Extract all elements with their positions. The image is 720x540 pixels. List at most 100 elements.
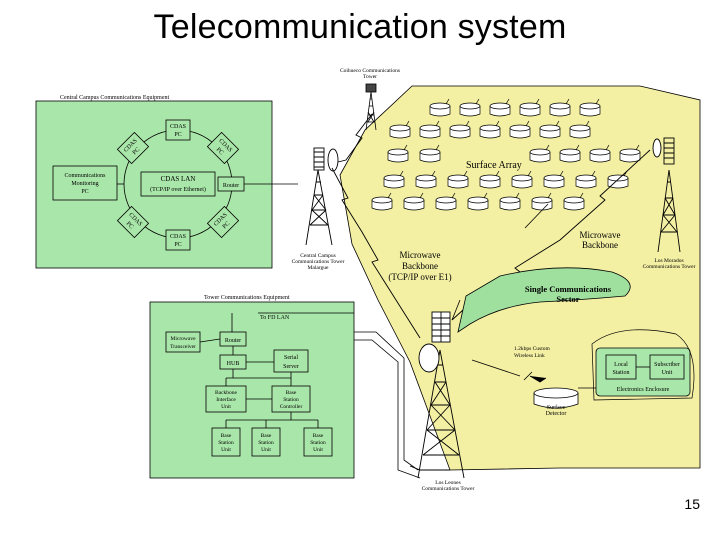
cdas-pc-top-label: CDAS	[170, 124, 186, 130]
backbone-interface-label-1: Backbone	[215, 390, 238, 396]
microwave-backbone-center-label-2: Backbone	[402, 261, 438, 271]
detector-tank	[449, 120, 471, 139]
serial-server-label: Serial	[284, 355, 298, 361]
to-lan-label: To FD LAN	[260, 315, 290, 321]
detector-tank	[579, 98, 601, 117]
bsu1-label-1: Base	[221, 433, 232, 439]
local-station-box	[605, 354, 637, 380]
surface-array-label: Surface Array	[466, 160, 522, 171]
coihueco-label-2: Tower	[363, 74, 377, 80]
electronics-enclosure-label: Electronics Enclosure	[617, 387, 670, 393]
detector-tank	[519, 98, 541, 117]
backbone-interface-label-2: Interface	[216, 396, 236, 403]
microwave-transceiver-sublabel: Transceiver	[170, 344, 196, 350]
detector-tank	[383, 170, 405, 189]
local-station-sublabel: Station	[612, 370, 629, 376]
bsu3-label-1: Base	[313, 433, 324, 439]
bsu2-label-3: Unit	[261, 447, 271, 453]
subscriber-unit-label: Subscriber	[654, 362, 680, 368]
detector-tank	[589, 144, 611, 163]
bsc-label-1: Base	[286, 390, 297, 396]
detector-tank	[543, 170, 565, 189]
cdas-pc-bottom-right-sublabel: PC	[222, 221, 231, 230]
cdas-pc-bottom-left-sublabel: PC	[125, 221, 134, 230]
cdas-lan-label: CDAS LAN	[161, 175, 196, 183]
cdas-lan-box	[140, 171, 216, 197]
surface-detector-label-1: Surface	[547, 404, 566, 411]
tower-equipment-title: Tower Communications Equipment	[204, 295, 290, 301]
detector-tank	[509, 120, 531, 139]
cdas-pc-top-left-sublabel: PC	[132, 147, 141, 156]
cdas-pc-top	[165, 119, 191, 141]
detector-tank	[607, 170, 629, 189]
subscriber-unit-box	[649, 354, 685, 380]
los-morados-label-1: Los Morados	[654, 258, 683, 264]
sector-label-1: Single Communications	[525, 284, 612, 294]
cdas-pc-top-right: CDAS PC	[206, 131, 240, 165]
bsu3-label-2: Station	[310, 440, 326, 446]
detector-tank	[419, 144, 441, 163]
monitoring-pc-label-2: Monitoring	[71, 181, 98, 187]
detector-tank	[371, 192, 393, 211]
hub-label: HUB	[227, 361, 240, 367]
bsu3-label-3: Unit	[313, 447, 323, 453]
detector-tank	[447, 170, 469, 189]
surface-array-tanks	[371, 98, 641, 211]
detector-tank	[529, 144, 551, 163]
detector-tank	[499, 192, 521, 211]
wireless-link-arrow	[471, 359, 521, 377]
base-station-unit-3	[303, 427, 333, 457]
monitoring-pc-label-3: PC	[81, 189, 88, 195]
central-tower-label-1: Central Campus	[300, 253, 336, 259]
wireless-link-label-1: 1.2kbps Custom	[514, 346, 550, 352]
los-morados-label-2: Communications Tower	[643, 264, 696, 270]
sector-label-2: Sector	[556, 294, 579, 304]
detector-tank	[459, 98, 481, 117]
los-leones-tower	[409, 311, 465, 479]
detector-tank	[619, 144, 641, 163]
detector-tank	[429, 98, 451, 117]
detector-tank	[467, 192, 489, 211]
microwave-backbone-right-label-2: Backbone	[582, 240, 618, 250]
bsc-label-3: Controller	[280, 404, 303, 410]
link-arrows	[451, 203, 549, 321]
bsc-label-2: Station	[283, 397, 299, 403]
detector-tank	[419, 120, 441, 139]
surface-detector	[523, 371, 579, 409]
cdas-pc-top-left: CDAS PC	[116, 131, 150, 165]
bsu1-label-2: Station	[218, 440, 234, 446]
cdas-lan-sublabel: (TCP/IP over Ethernet)	[150, 186, 206, 193]
detector-tank	[415, 170, 437, 189]
cdas-pc-top-sublabel: PC	[174, 132, 181, 138]
enclosure-zoom-outline	[591, 329, 695, 401]
los-morados-tower	[652, 137, 681, 253]
central-campus-title: Central Campus Communications Equipment	[60, 95, 169, 101]
microwave-backbone-center-label-1: Microwave	[400, 250, 441, 260]
tower-cables	[354, 331, 421, 479]
monitoring-pc-label-1: Communications	[65, 173, 107, 179]
central-tower-label-2: Communications Tower	[292, 259, 345, 265]
communications-sector	[457, 267, 631, 333]
local-station-label: Local	[614, 362, 628, 368]
bsu2-label-2: Station	[258, 440, 274, 446]
subscriber-unit-sublabel: Unit	[662, 370, 673, 376]
detector-tank	[575, 170, 597, 189]
tower-panel-connections	[199, 338, 319, 428]
coihueco-label-1: Coihueco Communications	[340, 68, 400, 74]
detector-tank	[479, 120, 501, 139]
los-leones-label-1: Los Leones	[435, 480, 461, 486]
detector-tank	[489, 98, 511, 117]
detector-tank	[435, 192, 457, 211]
central-router-label: Router	[223, 183, 239, 189]
detector-tank	[559, 144, 581, 163]
microwave-backbone-right-label-1: Microwave	[580, 230, 621, 240]
bsu2-label-1: Base	[261, 433, 272, 439]
central-tower-label-3: Malargue	[308, 265, 330, 271]
cdas-pc-bottom	[165, 229, 191, 251]
detector-tank	[531, 192, 553, 211]
backbone-interface-label-3: Unit	[221, 404, 231, 410]
cdas-pc-bottom-left: CDAS PC	[116, 205, 150, 239]
cdas-pc-top-right-sublabel: PC	[215, 147, 224, 156]
detector-tank	[387, 144, 409, 163]
